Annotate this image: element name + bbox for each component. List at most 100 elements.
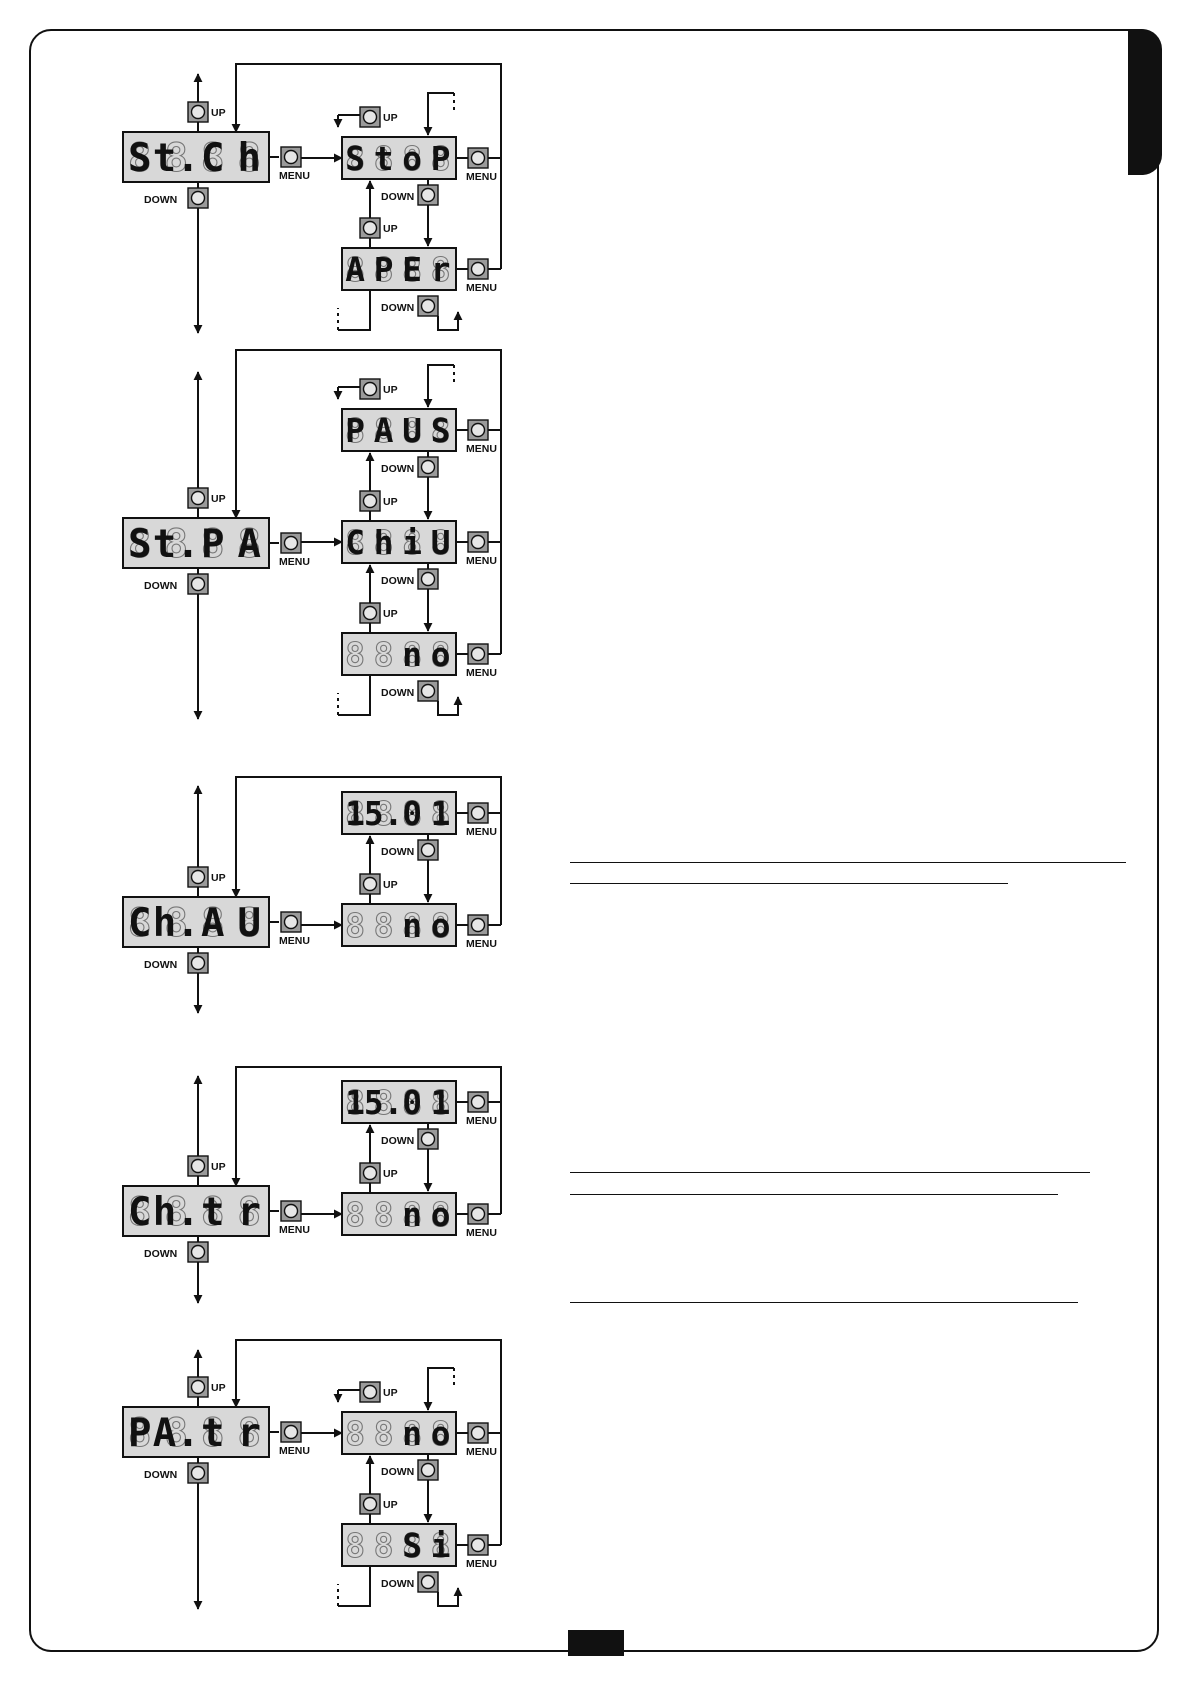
main-menu-button[interactable]: MENU: [279, 532, 310, 568]
display-ghost-digit: 8: [402, 140, 422, 178]
wrap-up-button[interactable]: UP: [359, 106, 398, 128]
option-down-button[interactable]: DOWN: [381, 568, 439, 590]
button-label: UP: [211, 1161, 226, 1173]
display-digit: U: [402, 412, 422, 450]
display-ghost-digit: 8: [374, 1527, 394, 1565]
option-up-button[interactable]: UP: [359, 602, 398, 624]
display-ghost-digit: 8: [345, 1196, 365, 1234]
option-down-button[interactable]: DOWN: [381, 456, 439, 478]
button-dot: [362, 109, 378, 125]
wrap-down-button[interactable]: DOWN: [381, 295, 439, 317]
display-ghost-digit: 8: [165, 1190, 188, 1235]
button-dot: [190, 576, 206, 592]
display-ghost-digit: 8: [402, 1084, 422, 1122]
main-down-button[interactable]: DOWN: [144, 1462, 209, 1484]
wrap-bottom-line: [338, 1566, 371, 1607]
button-dot: [470, 646, 486, 662]
display-digit: t: [201, 1190, 224, 1235]
display-ghost-digit: 8: [128, 1190, 151, 1235]
option-down-button[interactable]: DOWN: [381, 1128, 439, 1150]
display-ghost-digit: 8: [165, 136, 188, 181]
display-ghost-digit: 8: [345, 1527, 365, 1565]
button-label: MENU: [466, 1227, 497, 1239]
option-menu-button[interactable]: MENU: [466, 1091, 497, 1127]
option-menu-button[interactable]: MENU: [466, 258, 497, 294]
display-ghost-digit: 8: [201, 136, 224, 181]
main-up-button[interactable]: UP: [187, 101, 226, 123]
option-up-button[interactable]: UP: [359, 1162, 398, 1184]
button-label: UP: [211, 1382, 226, 1394]
display-ghost-digit: 8: [238, 136, 261, 181]
main-menu-button[interactable]: MENU: [279, 1421, 310, 1457]
main-down-button[interactable]: DOWN: [144, 573, 209, 595]
display-digit: C: [345, 524, 365, 562]
option-menu-button[interactable]: MENU: [466, 531, 497, 567]
option-up-button[interactable]: UP: [359, 217, 398, 239]
display-digit: S: [402, 1527, 422, 1565]
display-ghost-digit: 8: [402, 524, 422, 562]
button-dot: [470, 422, 486, 438]
button-label: UP: [383, 879, 398, 891]
main-menu-button[interactable]: MENU: [279, 1200, 310, 1236]
display-frame: [341, 903, 457, 947]
display-ghost-digit: 8: [201, 1190, 224, 1235]
display-frame: [122, 517, 270, 569]
main-up-button[interactable]: UP: [187, 1155, 226, 1177]
option-menu-button[interactable]: MENU: [466, 1534, 497, 1570]
button-dot: [470, 1537, 486, 1553]
button-dot: [420, 298, 436, 314]
button-dot: [470, 534, 486, 550]
option-menu-button[interactable]: MENU: [466, 643, 497, 679]
option-down-button[interactable]: DOWN: [381, 839, 439, 861]
button-label: UP: [383, 1387, 398, 1399]
button-dot: [420, 1131, 436, 1147]
button-dot: [420, 187, 436, 203]
option-menu-button[interactable]: MENU: [466, 1422, 497, 1458]
option-up-button[interactable]: UP: [359, 1493, 398, 1515]
button-dot: [283, 535, 299, 551]
option-menu-button[interactable]: MENU: [466, 147, 497, 183]
return-loop: [231, 1339, 502, 1545]
main-down-button[interactable]: DOWN: [144, 1241, 209, 1263]
wrap-down-button[interactable]: DOWN: [381, 680, 439, 702]
text-rule-3: [570, 1172, 1090, 1173]
main-menu-button[interactable]: MENU: [279, 146, 310, 182]
display-ghost-digit: 8: [374, 1084, 394, 1122]
option-down-button[interactable]: DOWN: [381, 1459, 439, 1481]
option-menu-button[interactable]: MENU: [466, 914, 497, 950]
main-down-button[interactable]: DOWN: [144, 952, 209, 974]
display-digit: A.: [153, 1411, 200, 1456]
main-up-button[interactable]: UP: [187, 866, 226, 888]
option-menu-button[interactable]: MENU: [466, 802, 497, 838]
return-loop: [231, 349, 502, 654]
display-ghost-digit: 8: [345, 140, 365, 178]
option-up-button[interactable]: UP: [359, 873, 398, 895]
button-label: MENU: [466, 443, 497, 455]
wrap-down-arrow: [437, 696, 463, 716]
option-menu-button[interactable]: MENU: [466, 1203, 497, 1239]
main-menu-button[interactable]: MENU: [279, 911, 310, 947]
display-digit: A: [238, 522, 261, 567]
button-label: DOWN: [381, 687, 414, 699]
wrap-up-button[interactable]: UP: [359, 1381, 398, 1403]
display-ghost-digit: 8: [374, 636, 394, 674]
text-rule-2: [570, 883, 1008, 884]
text-rule-5: [570, 1302, 1078, 1303]
wrap-up-button[interactable]: UP: [359, 378, 398, 400]
main-up-button[interactable]: UP: [187, 1376, 226, 1398]
option-down-button[interactable]: DOWN: [381, 184, 439, 206]
display-digit: t: [201, 1411, 224, 1456]
main-down-button[interactable]: DOWN: [144, 187, 209, 209]
wrap-down-button[interactable]: DOWN: [381, 1571, 439, 1593]
main-up-button[interactable]: UP: [187, 487, 226, 509]
display-digit: A: [345, 251, 365, 289]
option-up-button[interactable]: UP: [359, 490, 398, 512]
display-digit: C: [128, 1190, 151, 1235]
button-dot: [470, 261, 486, 277]
option-menu-button[interactable]: MENU: [466, 419, 497, 455]
